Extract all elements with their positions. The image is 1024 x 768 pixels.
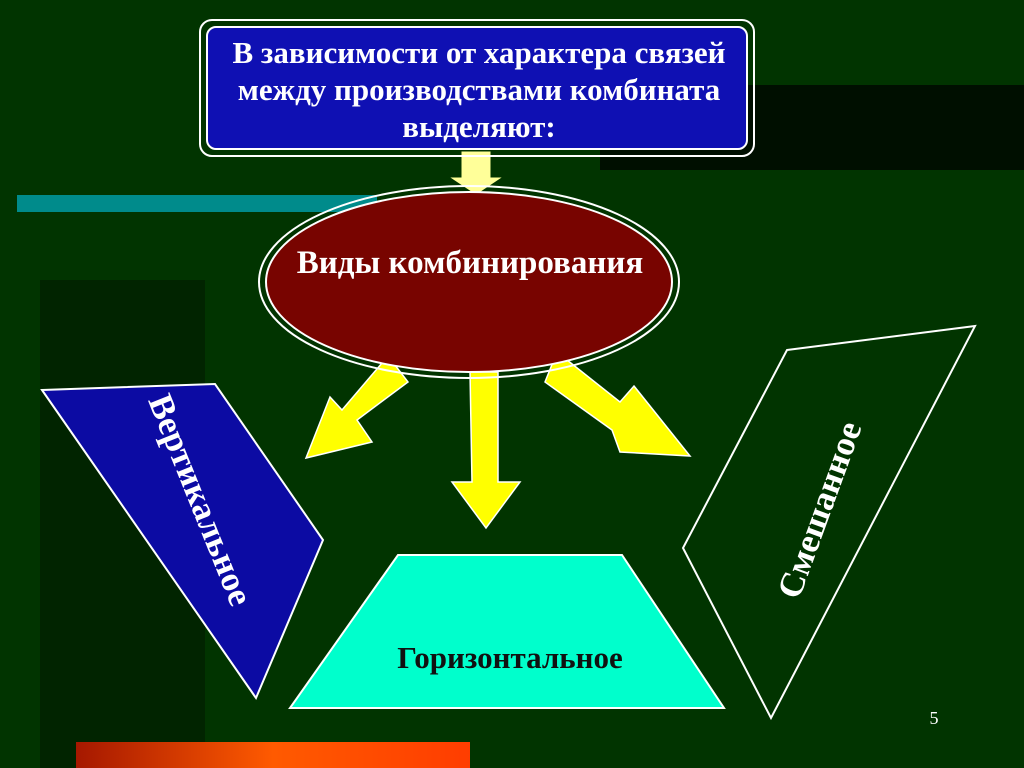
header-box xyxy=(206,26,748,150)
center-ellipse xyxy=(265,191,673,373)
arrow-down xyxy=(450,371,522,530)
slide-number: 5 xyxy=(929,708,939,728)
header-box-outer xyxy=(199,19,755,157)
arrow-left xyxy=(304,354,410,460)
horizontal-label: Горизонтальное xyxy=(397,640,623,675)
teal-bar xyxy=(17,195,377,212)
header-connector-arrow xyxy=(450,151,502,195)
arrow-right xyxy=(544,350,692,457)
orange-bar xyxy=(76,742,470,768)
center-ellipse-outer xyxy=(258,185,680,379)
vertical-shape xyxy=(40,382,325,701)
header-text: В зависимости от характера связей между … xyxy=(232,35,726,144)
horizontal-shape xyxy=(288,554,726,709)
mixed-shape xyxy=(681,324,977,721)
center-text: Виды комбинирования xyxy=(296,245,644,281)
